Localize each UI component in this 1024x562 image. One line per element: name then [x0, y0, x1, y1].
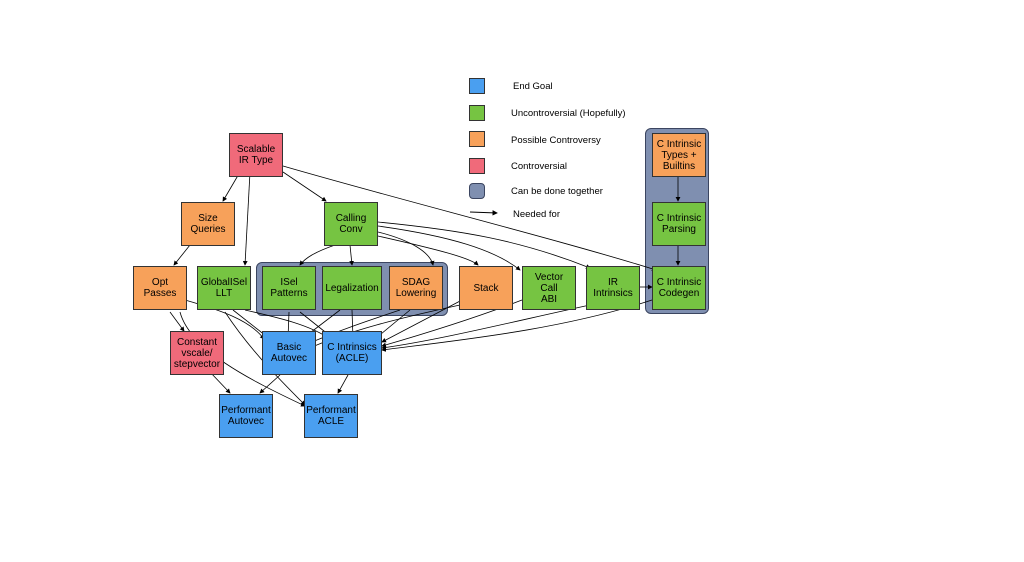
node-scalable-ir-type: Scalable IR Type [229, 133, 283, 177]
node-isel-patterns: ISel Patterns [262, 266, 316, 310]
edge-opt-perfacle [179, 311, 306, 407]
edge-calling-legal [349, 244, 354, 266]
edge-cintr-perfacle [337, 374, 349, 394]
legend-label-together: Can be done together [511, 186, 603, 197]
node-globalisel-llt: GlobalISel LLT [197, 266, 251, 310]
legend-swatch-controversial [469, 158, 485, 174]
legend-swatch-possible-controversy [469, 131, 485, 147]
edge-constant-perfauto [209, 371, 231, 394]
node-sdag-lowering: SDAG Lowering [389, 266, 443, 310]
edge-calling-stack [377, 235, 479, 266]
legend-swatch-end-goal [469, 78, 485, 94]
edge-size-opt [173, 244, 191, 266]
node-performant-autovec: Performant Autovec [219, 394, 273, 438]
legend-label-uncontroversial: Uncontroversial (Hopefully) [511, 108, 626, 119]
node-ir-intrinsics: IR Intrinsics [586, 266, 640, 310]
node-calling-conv: Calling Conv [324, 202, 378, 246]
edge-scalable-globalisel [242, 171, 251, 266]
edge-opt-basic [184, 299, 265, 340]
edge-calling-vabi [377, 225, 521, 271]
edge-scalable-calling [282, 171, 327, 202]
legend-swatch-uncontroversial [469, 105, 485, 121]
edge-irintr-cintr [381, 304, 591, 350]
edge-codegen-cintr [381, 299, 653, 352]
node-size-queries: Size Queries [181, 202, 235, 246]
legend-label-needed-for: Needed for [513, 209, 561, 220]
node-basic-autovec: Basic Autovec [262, 331, 316, 375]
node-opt-passes: Opt Passes [133, 266, 187, 310]
edge-scalable-codegen [282, 165, 657, 272]
legend-label-end-goal: End Goal [513, 81, 553, 92]
node-c-intrinsic-codegen: C Intrinsic Codegen [652, 266, 706, 310]
edge-basic-perfauto [259, 374, 281, 394]
edge-calling-isel [299, 244, 336, 266]
node-performant-acle: Performant ACLE [304, 394, 358, 438]
legend-swatch-together [469, 183, 485, 199]
node-vector-call-abi: Vector Call ABI [522, 266, 576, 310]
node-c-intrinsics-acle: C Intrinsics (ACLE) [322, 331, 382, 375]
legend-label-controversial: Controversial [511, 161, 567, 172]
node-constant-vscale: Constant vscale/ stepvector [170, 331, 224, 375]
node-c-intrinsic-parsing: C Intrinsic Parsing [652, 202, 706, 246]
node-legalization: Legalization [322, 266, 382, 310]
node-stack: Stack [459, 266, 513, 310]
edge-calling-sdag [377, 231, 435, 266]
node-c-intrinsic-types: C Intrinsic Types + Builtins [652, 133, 706, 177]
edge-calling-irintr [377, 221, 591, 269]
legend-label-possible-controversy: Possible Controversy [511, 135, 601, 146]
edge-stack-cintr [381, 299, 463, 343]
edge-opt-constant [169, 311, 185, 332]
